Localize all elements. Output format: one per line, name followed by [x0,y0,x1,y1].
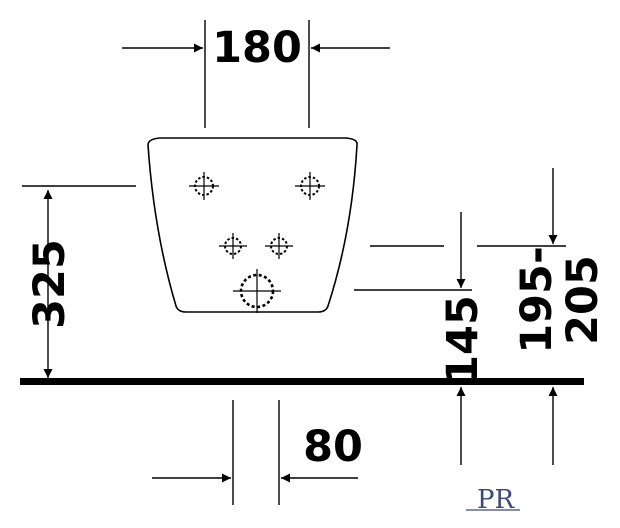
bidet-outline [147,137,358,313]
dimension-bottom-spacing: 80 [152,400,363,505]
fixing-hole-top-left [189,172,219,200]
fixing-hole-top-right [295,172,325,200]
dimension-far-right-height: 195- 205 [370,168,608,465]
dimension-right-height: 145 [354,212,488,465]
dimension-left-height: 325 [22,185,136,378]
dimension-label-145: 145 [438,295,488,385]
fixing-hole-middle-right [265,233,293,259]
dimension-label-180: 180 [212,23,302,73]
fixing-hole-middle-left [219,233,247,259]
dimension-label-205: 205 [558,255,608,345]
dimension-top-width: 180 [122,20,390,128]
dimension-label-195: 195- [512,246,562,354]
dimension-label-80: 80 [303,422,363,472]
floor-line [20,378,584,385]
dimension-label-325: 325 [25,239,75,329]
pr-logo: PR [466,485,520,515]
drain-hole [233,269,281,313]
